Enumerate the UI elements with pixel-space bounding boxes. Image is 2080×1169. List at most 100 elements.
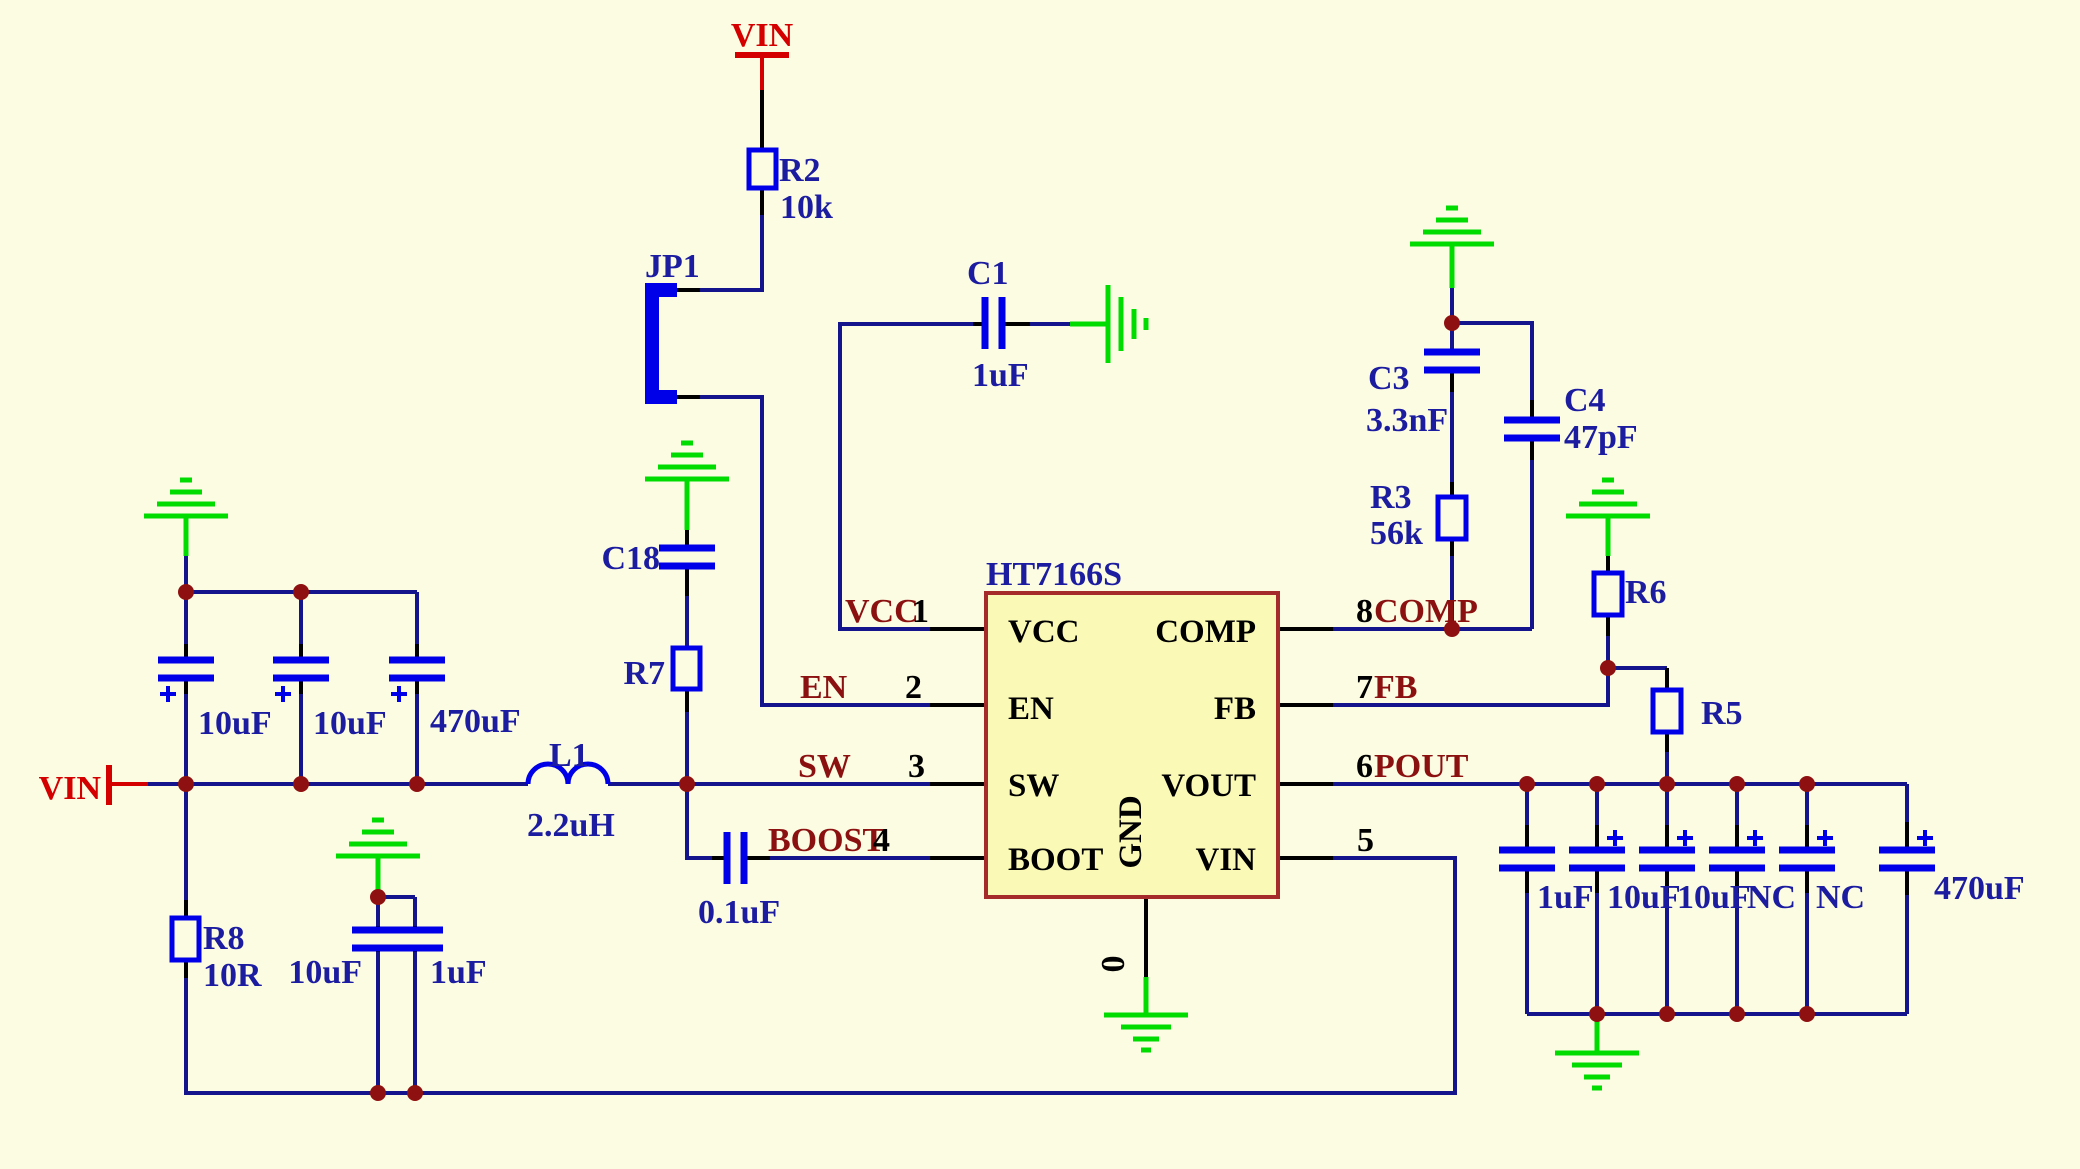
c3-value: 3.3nF bbox=[1366, 402, 1448, 439]
mid-cap-1uf: 1uF bbox=[430, 954, 487, 991]
pin-number-8: 8 bbox=[1356, 593, 1373, 630]
l1-ref: L1 bbox=[549, 737, 589, 774]
output-cap-1: 1uF bbox=[1499, 846, 1594, 916]
net-wires bbox=[148, 215, 1909, 1095]
net-labels: VCC 1 EN 2 SW 3 BOOST 4 8 COMP 7 FB 6 PO… bbox=[768, 593, 1478, 859]
input-cap-1: 10uF bbox=[158, 656, 272, 742]
capacitor-icon bbox=[273, 656, 329, 682]
output-cap-2-value: 10uF bbox=[1607, 879, 1681, 916]
pin-number-1: 1 bbox=[912, 593, 929, 630]
c1-value: 1uF bbox=[972, 357, 1029, 394]
resistor-icon bbox=[746, 147, 779, 191]
ic-pin-gnd: GND bbox=[1113, 795, 1149, 868]
input-cap-3-value: 470uF bbox=[430, 703, 521, 740]
output-cap-5: NC bbox=[1779, 830, 1865, 916]
pin-number-3: 3 bbox=[908, 748, 925, 785]
c18-ref: C18 bbox=[601, 540, 660, 577]
l1-value: 2.2uH bbox=[527, 807, 615, 844]
ground-icon-ic-gnd bbox=[1104, 977, 1188, 1053]
capacitor-icon bbox=[981, 297, 1006, 349]
ic-pin-fb: FB bbox=[1214, 691, 1256, 727]
jumper-icon bbox=[645, 283, 677, 404]
resistor-r7: R7 bbox=[623, 645, 703, 692]
capacitor-icon bbox=[1709, 846, 1765, 872]
net-sw: SW bbox=[798, 748, 851, 785]
capacitor-icon bbox=[158, 656, 214, 682]
plus-icon bbox=[1607, 830, 1623, 846]
resistor-icon bbox=[670, 645, 703, 692]
resistor-icon bbox=[1435, 494, 1469, 542]
mid-cap-2-value: 1uF bbox=[430, 954, 487, 991]
resistor-r6: R6 bbox=[1591, 570, 1667, 618]
input-cap-3: 470uF bbox=[389, 656, 521, 740]
output-cap-4-value: NC bbox=[1747, 879, 1796, 916]
vin-left-label: VIN bbox=[39, 770, 102, 807]
ic-pin-boot: BOOT bbox=[1008, 842, 1103, 878]
ic-pin-sw: SW bbox=[1008, 768, 1059, 804]
pin-number-5: 5 bbox=[1357, 822, 1374, 859]
net-en: EN bbox=[800, 669, 848, 706]
input-cap-2: 10uF bbox=[273, 656, 387, 742]
input-cap-2-value: 10uF bbox=[313, 705, 387, 742]
net-pout: POUT bbox=[1374, 748, 1469, 785]
net-comp: COMP bbox=[1374, 593, 1478, 630]
ground-icon-output bbox=[1555, 1014, 1639, 1091]
resistor-r5: R5 bbox=[1650, 687, 1743, 735]
r5-ref: R5 bbox=[1701, 695, 1743, 732]
vin-power-port-top: VIN bbox=[731, 17, 794, 90]
r8-ref: R8 bbox=[203, 920, 245, 957]
boost-cap-value: 0.1uF bbox=[698, 894, 780, 931]
ground-icon-mid bbox=[336, 817, 420, 897]
vin-power-port-left: VIN bbox=[39, 765, 148, 807]
vin-top-label: VIN bbox=[731, 17, 794, 54]
plus-icon bbox=[1817, 830, 1833, 846]
inductor-l1: L1 2.2uH bbox=[525, 737, 615, 844]
capacitor-icon bbox=[1504, 416, 1560, 442]
ground-icon-comp bbox=[1410, 205, 1494, 288]
capacitor-icon bbox=[352, 926, 443, 952]
ic-body bbox=[984, 591, 1280, 899]
resistor-icon bbox=[1650, 687, 1684, 735]
c1-ref: C1 bbox=[967, 255, 1009, 292]
r6-ref: R6 bbox=[1625, 574, 1667, 611]
c4-value: 47pF bbox=[1564, 419, 1638, 456]
capacitor-icon bbox=[1569, 846, 1625, 872]
capacitor-icon bbox=[1879, 846, 1935, 872]
ic-pin-en: EN bbox=[1008, 691, 1054, 727]
jumper-jp1: JP1 bbox=[645, 248, 700, 404]
mid-cap-10uf: 10uF bbox=[288, 926, 443, 991]
ground-icon-input bbox=[144, 477, 228, 556]
resistor-r8: R8 10R bbox=[169, 915, 262, 994]
capacitor-icon bbox=[1779, 846, 1835, 872]
output-cap-5-value: NC bbox=[1816, 879, 1865, 916]
capacitor-c1: C1 1uF bbox=[967, 255, 1029, 394]
ic-pin-vcc: VCC bbox=[1008, 614, 1080, 650]
ic-name-label: HT7166S bbox=[986, 556, 1122, 593]
capacitor-icon bbox=[1424, 348, 1480, 374]
ground-icon-c18 bbox=[645, 440, 729, 530]
inductor-icon bbox=[525, 761, 611, 785]
output-cap-4: NC bbox=[1709, 830, 1796, 916]
output-cap-6-value: 470uF bbox=[1934, 870, 2025, 907]
plus-icon bbox=[1917, 830, 1933, 846]
r2-ref: R2 bbox=[779, 152, 821, 189]
capacitor-icon bbox=[659, 544, 715, 570]
output-cap-1-value: 1uF bbox=[1537, 879, 1594, 916]
plus-icon bbox=[1677, 830, 1693, 846]
net-vcc: VCC bbox=[845, 593, 919, 630]
r3-value: 56k bbox=[1370, 515, 1423, 552]
plus-icon bbox=[275, 686, 291, 702]
r3-ref: R3 bbox=[1370, 479, 1412, 516]
capacitor-icon bbox=[389, 656, 445, 682]
ic-pin-vout: VOUT bbox=[1161, 768, 1256, 804]
gnd-net-label: 0 bbox=[1095, 956, 1132, 973]
net-boost: BOOST bbox=[768, 822, 885, 859]
capacitor-c4: C4 47pF bbox=[1504, 382, 1638, 456]
pin-number-7: 7 bbox=[1356, 669, 1373, 706]
capacitor-c3: C3 3.3nF bbox=[1366, 348, 1480, 439]
ic-pin-comp: COMP bbox=[1155, 614, 1256, 650]
mid-cap-1-value: 10uF bbox=[288, 954, 362, 991]
capacitor-icon bbox=[723, 832, 748, 884]
capacitor-boost: 0.1uF bbox=[698, 832, 780, 931]
